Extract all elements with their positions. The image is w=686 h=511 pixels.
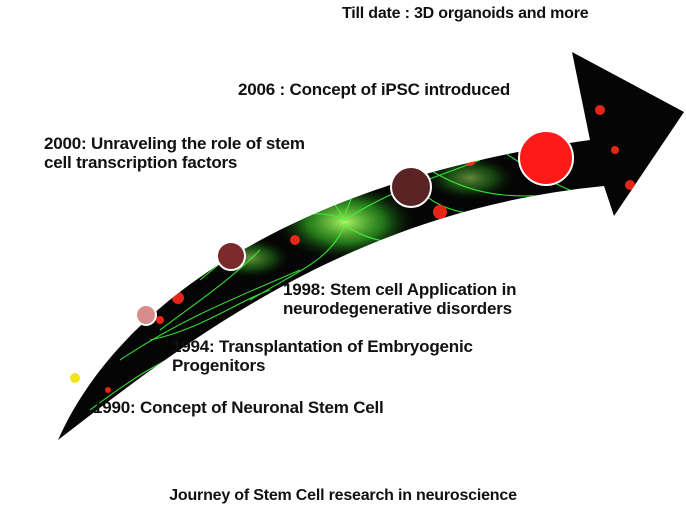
label-line: neurodegenerative disorders [283, 299, 512, 318]
marker-2000 [390, 166, 432, 208]
label-1990: 1990: Concept of Neuronal Stem Cell [93, 398, 384, 417]
label-line: 2000: Unraveling the role of stem [44, 134, 305, 153]
label-2000: 2000: Unraveling the role of stem cell t… [44, 134, 305, 172]
timeline-arrow [58, 52, 684, 440]
label-line: 1990: Concept of Neuronal Stem Cell [93, 398, 384, 417]
marker-2006 [518, 130, 574, 186]
label-line: 1994: Transplantation of Embryogenic [172, 337, 473, 356]
label-line: Progenitors [172, 356, 266, 375]
label-2006: 2006 : Concept of iPSC introduced [238, 80, 510, 99]
caption-text: Journey of Stem Cell research in neurosc… [169, 487, 517, 504]
label-1994: 1994: Transplantation of Embryogenic Pro… [172, 337, 473, 375]
label-till-date: Till date : 3D organoids and more [342, 4, 589, 23]
milestone-markers [68, 130, 574, 385]
marker-1994 [135, 304, 157, 326]
label-line: Till date : 3D organoids and more [342, 5, 589, 22]
marker-1990 [68, 371, 82, 385]
marker-1998 [216, 241, 246, 271]
label-line: 2006 : Concept of iPSC introduced [238, 80, 511, 99]
label-1998: 1998: Stem cell Application in neurodege… [283, 280, 517, 318]
arrow-body [58, 52, 684, 440]
figure-caption: Journey of Stem Cell research in neurosc… [0, 486, 686, 505]
label-line: cell transcription factors [44, 153, 238, 172]
label-line: 1998: Stem cell Application in [283, 280, 517, 299]
